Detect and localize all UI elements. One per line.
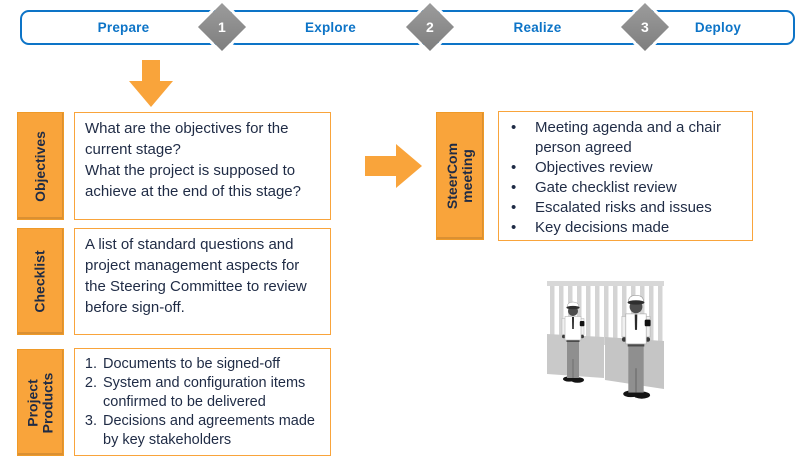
project-products-label-box: Project Products (17, 349, 64, 456)
project-products-label-line2: Products (39, 372, 56, 433)
project-products-content-box: Documents to be signed-off System and co… (74, 348, 331, 456)
stage-realize-label: Realize (513, 20, 562, 35)
checklist-content-box: A list of standard questions and project… (74, 228, 331, 335)
gate-2-number: 2 (426, 18, 434, 35)
stage-prepare: Prepare (20, 10, 227, 45)
steercom-label-line1: SteerCom (444, 142, 461, 210)
steercom-bullet: Escalated risks and issues (499, 198, 752, 218)
gate-1-number: 1 (218, 18, 226, 35)
project-products-label-line1: Project (24, 378, 41, 427)
steercom-bullet: Objectives review (499, 158, 752, 178)
objectives-label: Objectives (32, 130, 49, 202)
project-products-item: Decisions and agreements made by key sta… (101, 412, 324, 450)
checklist-label-box: Checklist (17, 228, 64, 335)
objectives-text-line2: What the project is supposed to achieve … (85, 162, 301, 200)
steercom-bullet: Gate checklist review (499, 178, 752, 198)
stage-deploy-label: Deploy (694, 20, 742, 35)
stage-explore: Explore (227, 10, 434, 45)
objectives-label-box: Objectives (17, 112, 64, 220)
right-arrow-icon (365, 144, 422, 188)
stage-deploy: Deploy (641, 10, 795, 45)
checklist-label: Checklist (32, 250, 48, 313)
objectives-content-box: What are the objectives for the current … (74, 112, 331, 220)
steercom-bullet: Meeting agenda and a chair person agreed (499, 118, 752, 158)
steercom-bullet: Key decisions made (499, 218, 752, 238)
stage-realize: Realize (434, 10, 641, 45)
objectives-text-line1: What are the objectives for the current … (85, 120, 289, 158)
project-products-item: Documents to be signed-off (101, 355, 324, 374)
down-arrow-icon (129, 60, 173, 107)
gate-3-number: 3 (641, 18, 649, 35)
stage-explore-label: Explore (305, 20, 356, 35)
steercom-label-box: SteerCom meeting (436, 112, 484, 240)
checklist-text: A list of standard questions and project… (85, 236, 307, 316)
security-guards-gate-image (547, 281, 664, 400)
steercom-content-box: Meeting agenda and a chair person agreed… (498, 111, 753, 241)
project-products-item: System and configuration items confirmed… (101, 374, 324, 412)
steercom-label-line2: meeting (459, 149, 476, 203)
stage-prepare-label: Prepare (97, 20, 150, 35)
